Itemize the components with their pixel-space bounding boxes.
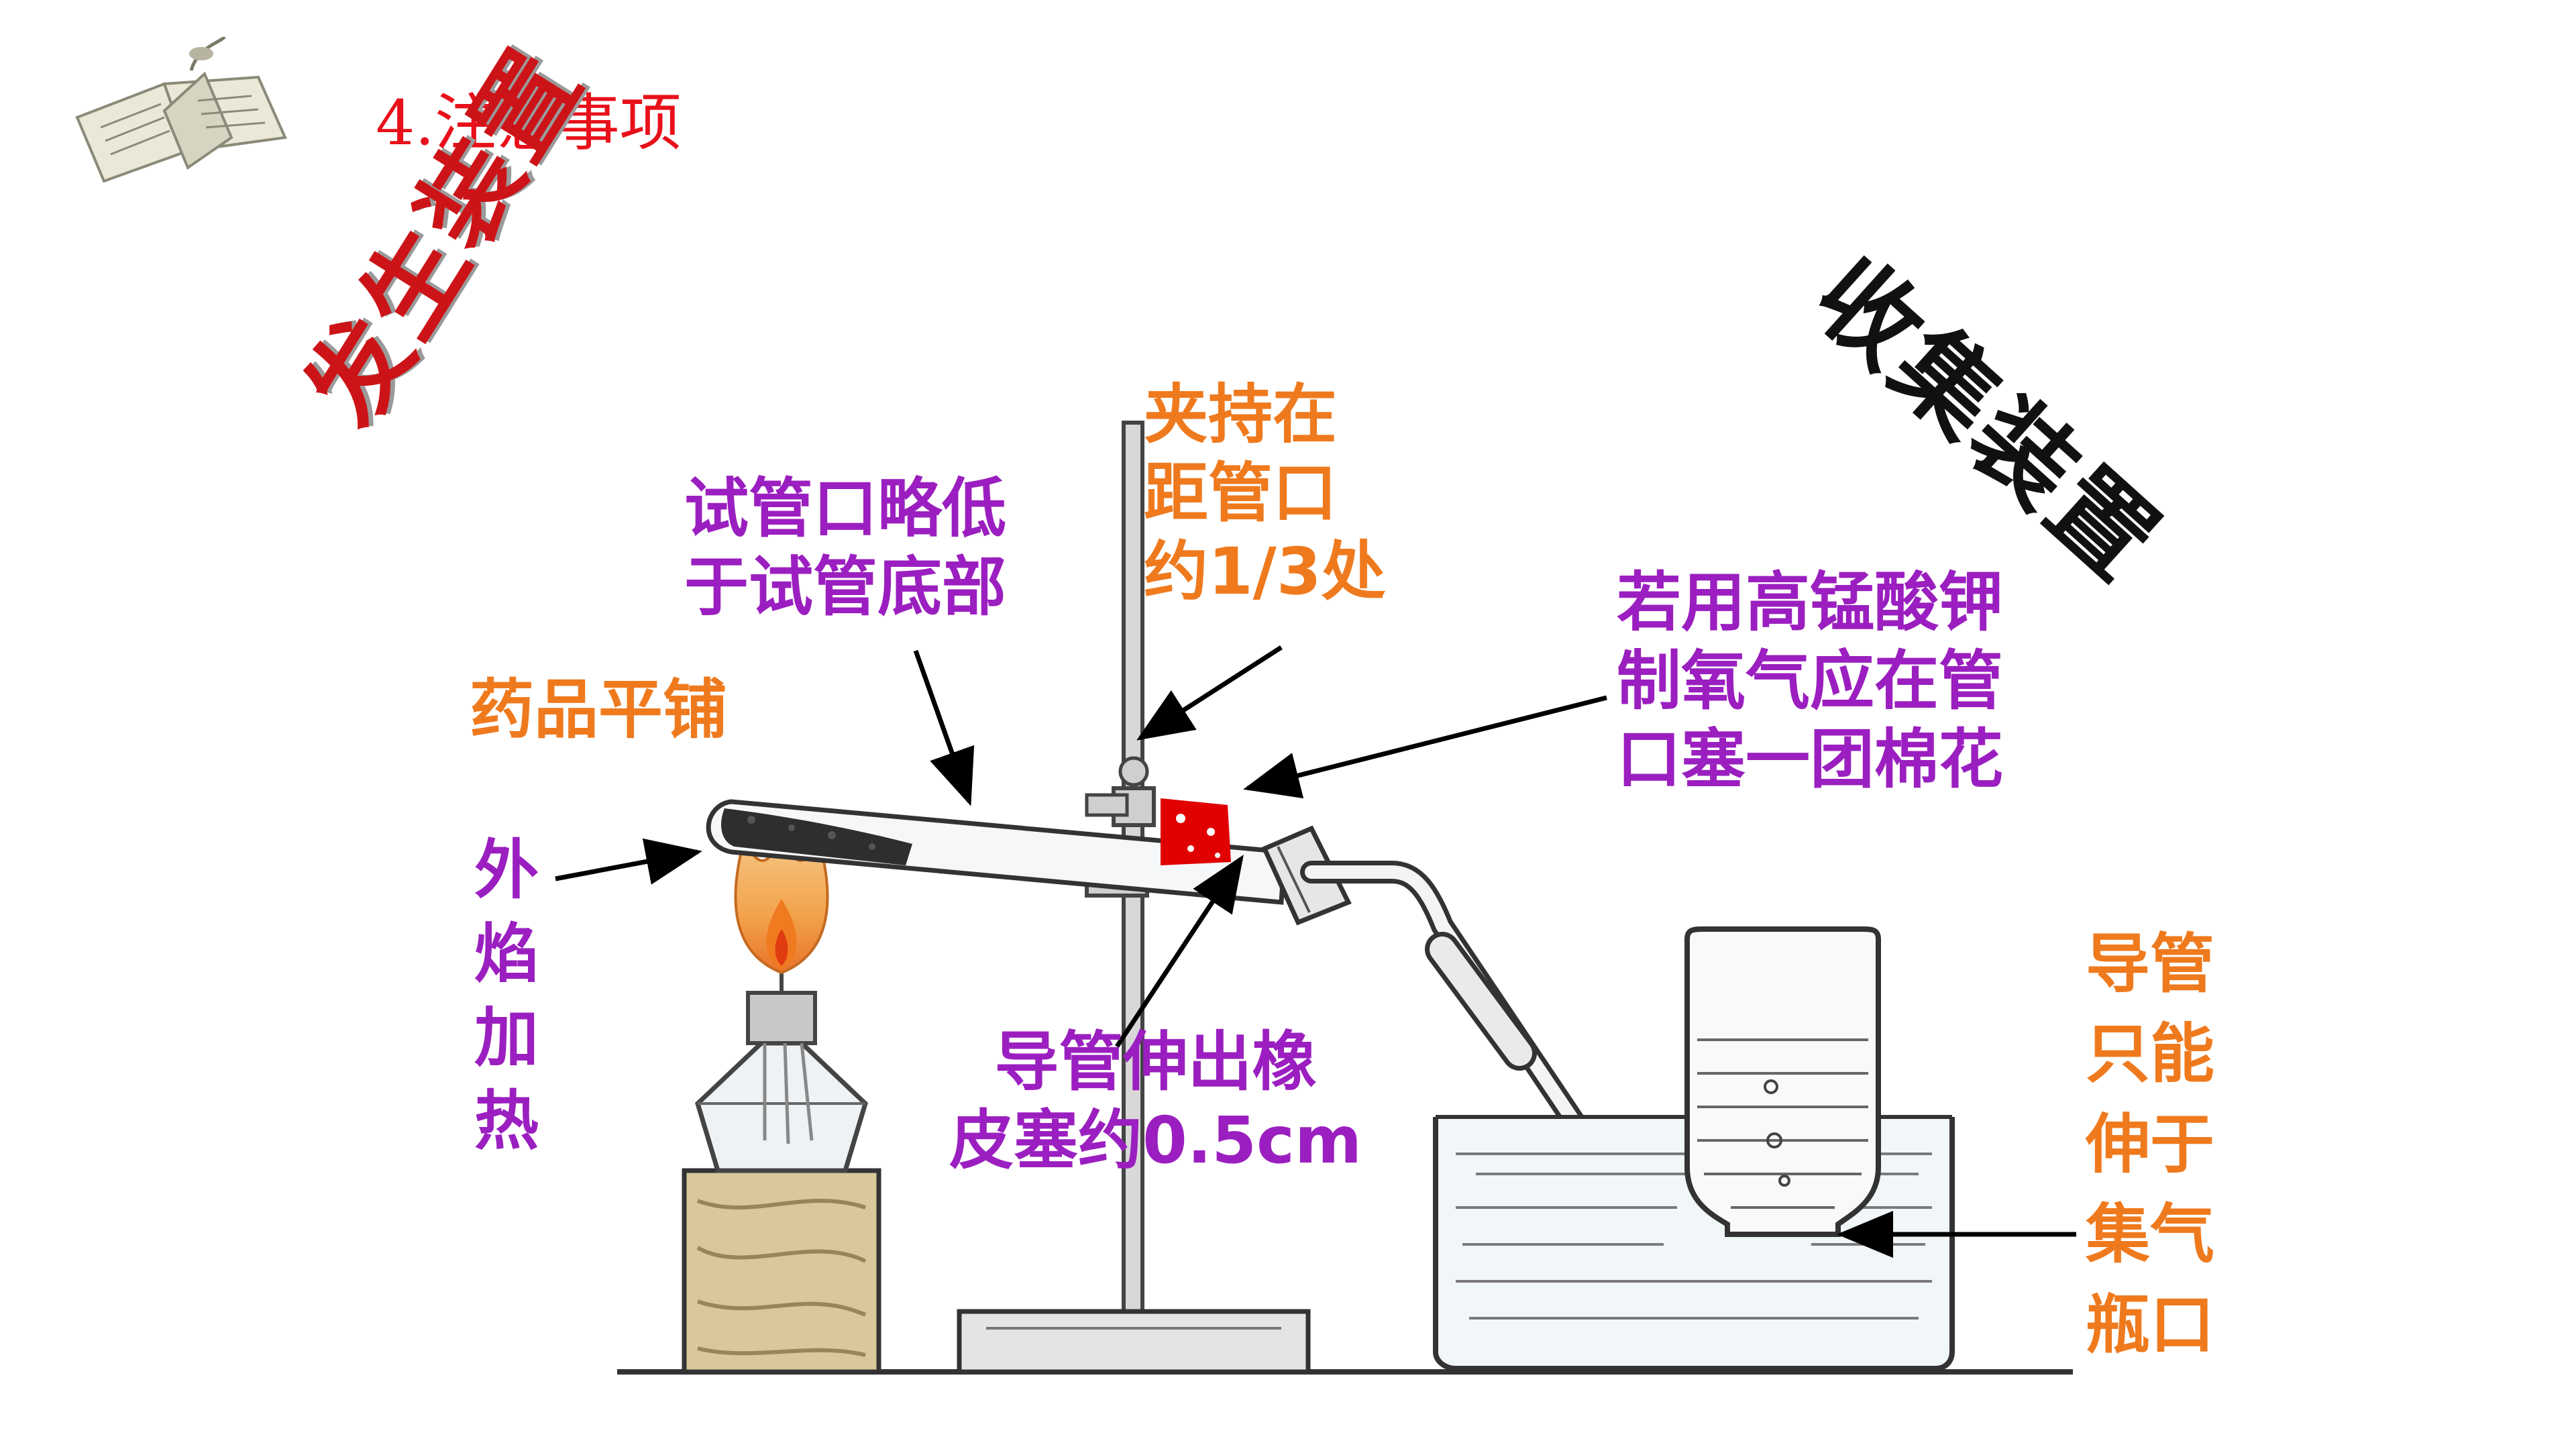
open-book-icon [75, 37, 287, 183]
conduit-stopper-label-line1: 导管伸出橡 [994, 1024, 1317, 1099]
gas-collecting-bottle [1684, 926, 1881, 1237]
outer-flame-label: 外焰加热 [474, 833, 539, 1159]
page-title: 4.注意事项 [376, 87, 682, 159]
tube-mouth-label: 试管口略低 于试管底部 [684, 470, 1006, 627]
clamp-position-label: 夹持在 距管口 约1/3处 [1144, 376, 1386, 611]
tube-mouth-label-line2: 于试管底部 [684, 549, 1006, 625]
arrow-flame [555, 838, 702, 885]
arrow-cotton [1243, 695, 1607, 799]
cotton-label-line1: 若用高锰酸钾 [1617, 565, 2003, 640]
reagent-spread-label: 药品平铺 [470, 672, 727, 747]
cotton-label-line3: 口塞一团棉花 [1617, 722, 2003, 798]
clamp-label-line3: 约1/3处 [1144, 534, 1386, 610]
cotton-plug [1161, 798, 1231, 865]
conduit-stopper-label: 导管伸出橡 皮塞约0.5cm [949, 1023, 1362, 1180]
conduit-bottle-label: 导管只能伸于集气瓶口 [2086, 926, 2214, 1362]
cotton-label-line2: 制氧气应在管 [1617, 643, 2003, 719]
wooden-block [682, 1168, 881, 1375]
arrow-clamp [1136, 645, 1283, 741]
tube-mouth-label-line1: 试管口略低 [684, 471, 1006, 546]
alcohol-lamp [695, 969, 868, 1173]
arrow-conduit-stopper [1115, 855, 1244, 1048]
clamp-label-line2: 距管口 [1144, 455, 1337, 531]
conduit-stopper-label-line2: 皮塞约0.5cm [949, 1103, 1362, 1179]
cotton-plug-label: 若用高锰酸钾 制氧气应在管 口塞一团棉花 [1617, 564, 2003, 799]
arrow-tube-mouth [913, 649, 975, 806]
clamp-label-line1: 夹持在 [1144, 377, 1337, 452]
